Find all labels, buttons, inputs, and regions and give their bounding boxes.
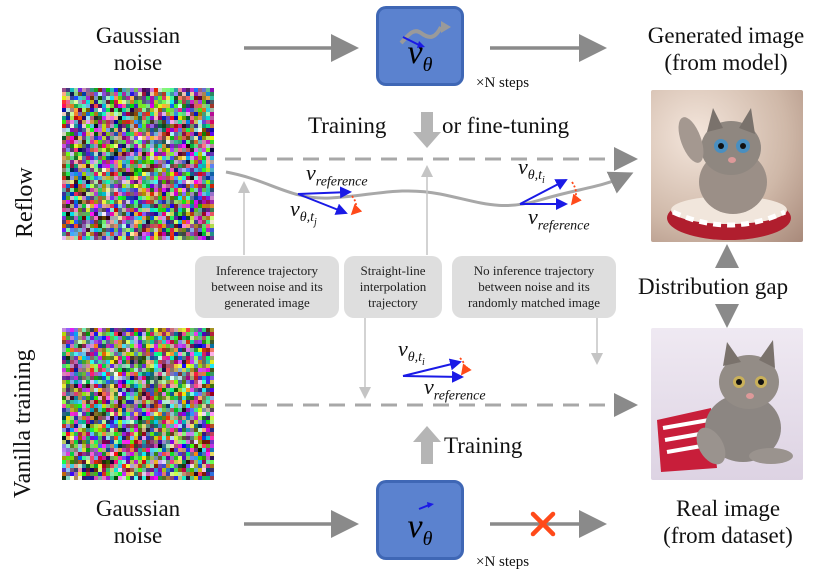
top-noise-image: [62, 88, 214, 240]
generated-kitten-image: [651, 90, 803, 242]
training-label-top-left: Training: [308, 113, 387, 138]
training-label-top-right: or fine-tuning: [442, 113, 570, 138]
real-kitten-image: [651, 328, 803, 480]
v-reference-label-3: vreference: [424, 374, 486, 404]
bottom-noise-image: [62, 328, 214, 480]
v-reference-label-2: vreference: [528, 204, 590, 234]
top-output-label: Generated image(from model): [647, 23, 805, 75]
top-model-box: vθ: [376, 6, 464, 86]
bottom-steps: ×N steps: [476, 554, 530, 570]
short-vector-icon: [418, 502, 434, 510]
inference-trajectory: [225, 170, 634, 208]
bottom-model-box: vθ: [376, 480, 464, 560]
v-theta-label-1: vθ,tj: [290, 196, 317, 229]
v-reference-label-1: vreference: [306, 160, 368, 190]
top-steps: ×N steps: [476, 75, 530, 91]
training-down-arrow: [413, 112, 441, 148]
trajectory-icon: [399, 21, 451, 48]
v-theta-label-2: vθ,ti: [518, 154, 545, 187]
blocked-cross-icon: [530, 511, 556, 537]
training-up-arrow: [413, 426, 441, 464]
distribution-gap-label: Distribution gap: [638, 274, 789, 299]
training-label-bottom: Training: [444, 433, 523, 458]
v-theta-label-3: vθ,ti: [398, 336, 425, 369]
bottom-output-label: Real image(from dataset): [663, 496, 793, 548]
